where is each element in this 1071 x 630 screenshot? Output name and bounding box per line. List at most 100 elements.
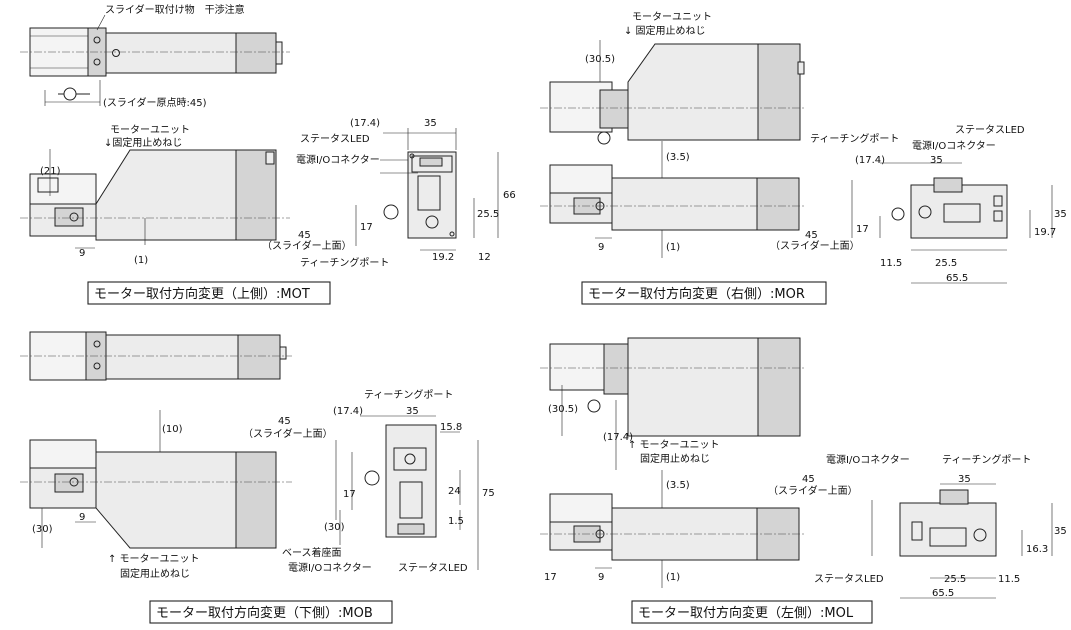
mob-dim-24: 24 xyxy=(448,486,461,497)
mob-label-status-led: ステータスLED xyxy=(398,562,468,574)
mor-dim-19-7: 19.7 xyxy=(1034,227,1056,238)
mob-note-motor-unit: ↑ モーターユニット xyxy=(108,553,200,565)
mob-dim-45: 45 xyxy=(278,416,291,427)
mor-dim-45: 45 xyxy=(805,230,818,241)
mob-dim-30-front: (30) xyxy=(324,522,345,533)
mot-title: モーター取付方向変更（上側）:MOT xyxy=(94,286,310,302)
mot-dim-25-5: 25.5 xyxy=(477,209,499,220)
mor-dim-17-4: (17.4) xyxy=(855,155,885,166)
mot-note-fixing-screw: ↓固定用止めねじ xyxy=(104,136,182,149)
mol-note-fixing-screw: 固定用止めねじ xyxy=(640,452,710,465)
mot-dim-12: 12 xyxy=(478,252,491,263)
mor-dim-1: (1) xyxy=(666,242,680,253)
mor-label-power-connector: 電源I/Oコネクター xyxy=(912,139,996,152)
mob-title: モーター取付方向変更（下側）:MOB xyxy=(156,605,373,621)
mor-top-view xyxy=(540,40,806,145)
mot-side-view xyxy=(20,149,290,249)
mot-note-slider-origin: (スライダー原点時:45) xyxy=(103,96,207,109)
mol-dim-25-5: 25.5 xyxy=(944,574,966,585)
mob-dim-35: 35 xyxy=(406,406,419,417)
mob-label-power-connector: 電源I/Oコネクター xyxy=(288,561,372,574)
mot-title-box xyxy=(87,281,331,305)
mol-label-status-led: ステータスLED xyxy=(814,573,884,585)
mob-label-teaching-port: ティーチングポート xyxy=(364,388,453,401)
mol-title-box xyxy=(631,600,873,624)
mor-note-fixing-screw: ↓ 固定用止めねじ xyxy=(624,24,706,37)
mot-dim-1: (1) xyxy=(134,255,148,266)
mot-dim-45: 45 xyxy=(298,230,311,241)
mob-top-view xyxy=(20,331,292,381)
mol-dim-65-5: 65.5 xyxy=(932,588,954,599)
mot-dim-66: 66 xyxy=(503,190,516,201)
mot-label-power-connector: 電源I/Oコネクター xyxy=(296,153,380,166)
mot-dim-35: 35 xyxy=(424,118,437,129)
mor-label-slider-top: （スライダー上面） xyxy=(770,239,860,252)
mol-note-motor-unit: ↑ モーターユニット xyxy=(628,439,720,451)
mol-dim-17-4: (17.4) xyxy=(603,432,633,443)
mor-title: モーター取付方向変更（右側）:MOR xyxy=(588,286,805,302)
mot-dim-9: 9 xyxy=(79,248,85,259)
mor-dim-3-5: (3.5) xyxy=(666,152,690,163)
mob-dim-15-8: 15.8 xyxy=(440,422,462,433)
mol-dim-3-5: (3.5) xyxy=(666,480,690,491)
mob-dim-75: 75 xyxy=(482,488,495,499)
mot-label-status-led: ステータスLED xyxy=(300,133,370,145)
mot-note-motor-unit: モーターユニット xyxy=(110,124,190,136)
mot-label-slider-top: （スライダー上面） xyxy=(262,239,352,252)
mob-label-base-seat: ベース着座面 xyxy=(282,546,342,559)
mor-dim-11-5: 11.5 xyxy=(880,258,902,269)
mor-front-view xyxy=(851,162,1053,284)
mol-dim-45: 45 xyxy=(802,474,815,485)
mob-dim-1-5: 1.5 xyxy=(448,516,464,527)
mob-dim-9: 9 xyxy=(79,512,85,523)
mot-top-view xyxy=(20,14,290,106)
mob-note-fixing-screw: 固定用止めねじ xyxy=(120,567,190,580)
mol-dim-30-5: (30.5) xyxy=(548,404,578,415)
mob-dim-17-4: (17.4) xyxy=(333,406,363,417)
mob-dim-10: (10) xyxy=(162,424,183,435)
mol-dim-11-5: 11.5 xyxy=(998,574,1020,585)
mor-dim-17: 17 xyxy=(856,224,869,235)
mol-label-slider-top: （スライダー上面） xyxy=(768,484,858,497)
mor-label-status-led: ステータスLED xyxy=(955,124,1025,136)
mol-dim-1: (1) xyxy=(666,572,680,583)
mor-label-teaching-port: ティーチングポート xyxy=(810,132,899,145)
mol-label-power-connector: 電源I/Oコネクター xyxy=(826,453,910,466)
mot-label-teaching-port: ティーチングポート xyxy=(300,256,389,269)
mol-top-view xyxy=(540,337,806,470)
mol-dim-16-3: 16.3 xyxy=(1026,544,1048,555)
mob-title-box xyxy=(149,600,393,624)
view-mob: ティーチングポート 45 （スライダー上面） ベース着座面 電源I/Oコネクター… xyxy=(20,331,495,624)
mob-dim-30-side: (30) xyxy=(32,524,53,535)
mor-side-view xyxy=(540,141,806,258)
mol-dim-35-side: 35 xyxy=(1054,526,1067,537)
mor-note-motor-unit: モーターユニット xyxy=(632,11,712,23)
mot-dim-21: (21) xyxy=(40,166,61,177)
mob-side-view xyxy=(20,410,292,549)
mol-side-view xyxy=(540,470,806,588)
mor-dim-35-top: 35 xyxy=(930,155,943,166)
mob-front-view xyxy=(335,415,479,570)
mob-dim-17: 17 xyxy=(343,489,356,500)
mol-dim-17: 17 xyxy=(544,572,557,583)
mob-label-slider-top: （スライダー上面） xyxy=(243,427,333,440)
view-mot: スライダー取付け物 干渉注意 (スライダー原点時:45) モーターユニット ↓固… xyxy=(20,3,516,305)
mor-dim-30-5: (30.5) xyxy=(585,54,615,65)
mol-label-teaching-port: ティーチングポート xyxy=(942,453,1031,466)
view-mol: ↑ モーターユニット 固定用止めねじ 電源I/Oコネクター ティーチングポート … xyxy=(540,337,1067,624)
view-mor: モーターユニット ↓ 固定用止めねじ ティーチングポート 電源I/Oコネクター … xyxy=(540,11,1067,305)
mor-dim-25-5: 25.5 xyxy=(935,258,957,269)
mol-dim-35-top: 35 xyxy=(958,474,971,485)
mol-dim-9: 9 xyxy=(598,572,604,583)
mor-dim-9: 9 xyxy=(598,242,604,253)
mor-title-box xyxy=(581,281,827,305)
mot-dim-17-4: (17.4) xyxy=(350,118,380,129)
mor-dim-65-5: 65.5 xyxy=(946,273,968,284)
mol-title: モーター取付方向変更（左側）:MOL xyxy=(638,605,854,621)
mot-note-slider-attachment: スライダー取付け物 干渉注意 xyxy=(105,3,245,16)
mol-front-view xyxy=(871,483,1053,599)
mor-dim-35-side: 35 xyxy=(1054,209,1067,220)
mot-dim-17: 17 xyxy=(360,222,373,233)
mot-front-view xyxy=(355,128,499,251)
